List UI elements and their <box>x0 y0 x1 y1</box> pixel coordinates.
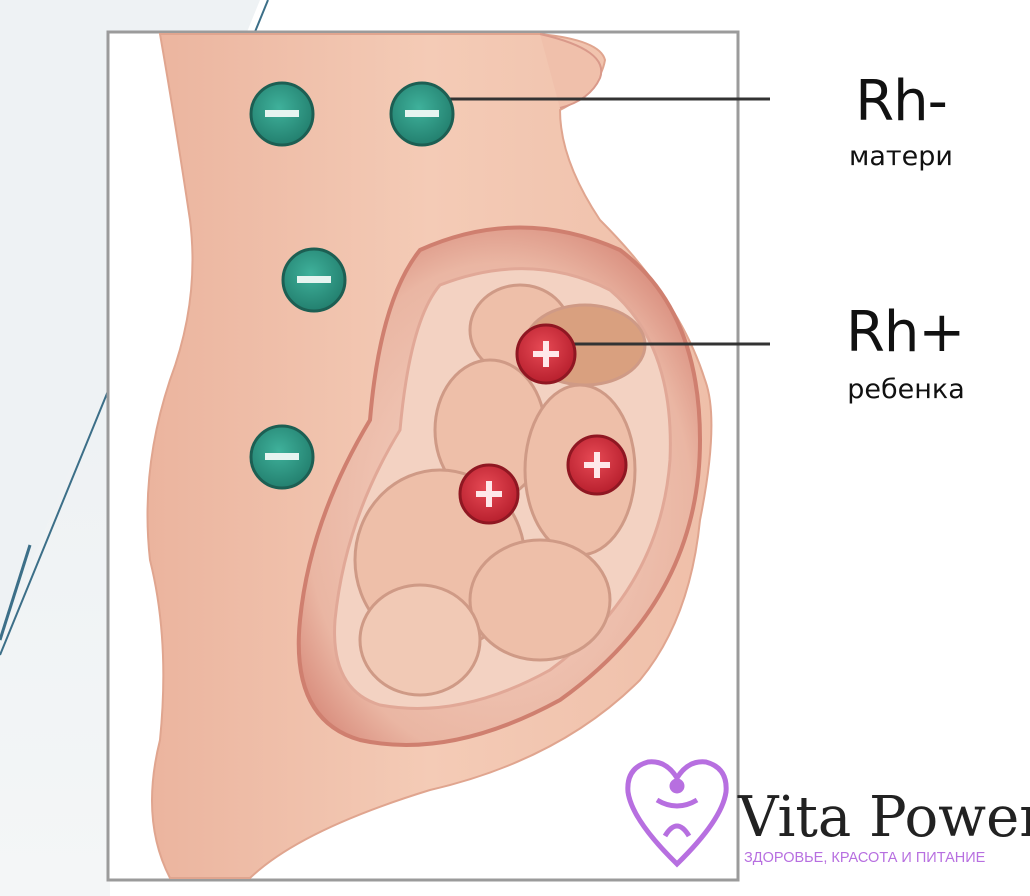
rh-negative-marker <box>283 249 345 311</box>
rh-negative-marker <box>251 83 313 145</box>
rh-negative-marker <box>391 83 453 145</box>
rh-positive-marker <box>568 436 626 494</box>
watermark-brand: Vita Power <box>738 788 1028 848</box>
legend-mother-title: Rh- <box>846 74 956 130</box>
heart-logo-icon <box>628 762 726 864</box>
legend-child-title: Rh+ <box>846 305 956 361</box>
rh-negative-marker <box>251 426 313 488</box>
rh-positive-marker <box>460 465 518 523</box>
watermark-tagline: ЗДОРОВЬЕ, КРАСОТА И ПИТАНИЕ <box>744 849 1024 867</box>
rh-positive-marker <box>517 325 575 383</box>
legend-child-subtitle: ребенка <box>816 375 996 405</box>
legend-mother-subtitle: матери <box>836 142 966 172</box>
